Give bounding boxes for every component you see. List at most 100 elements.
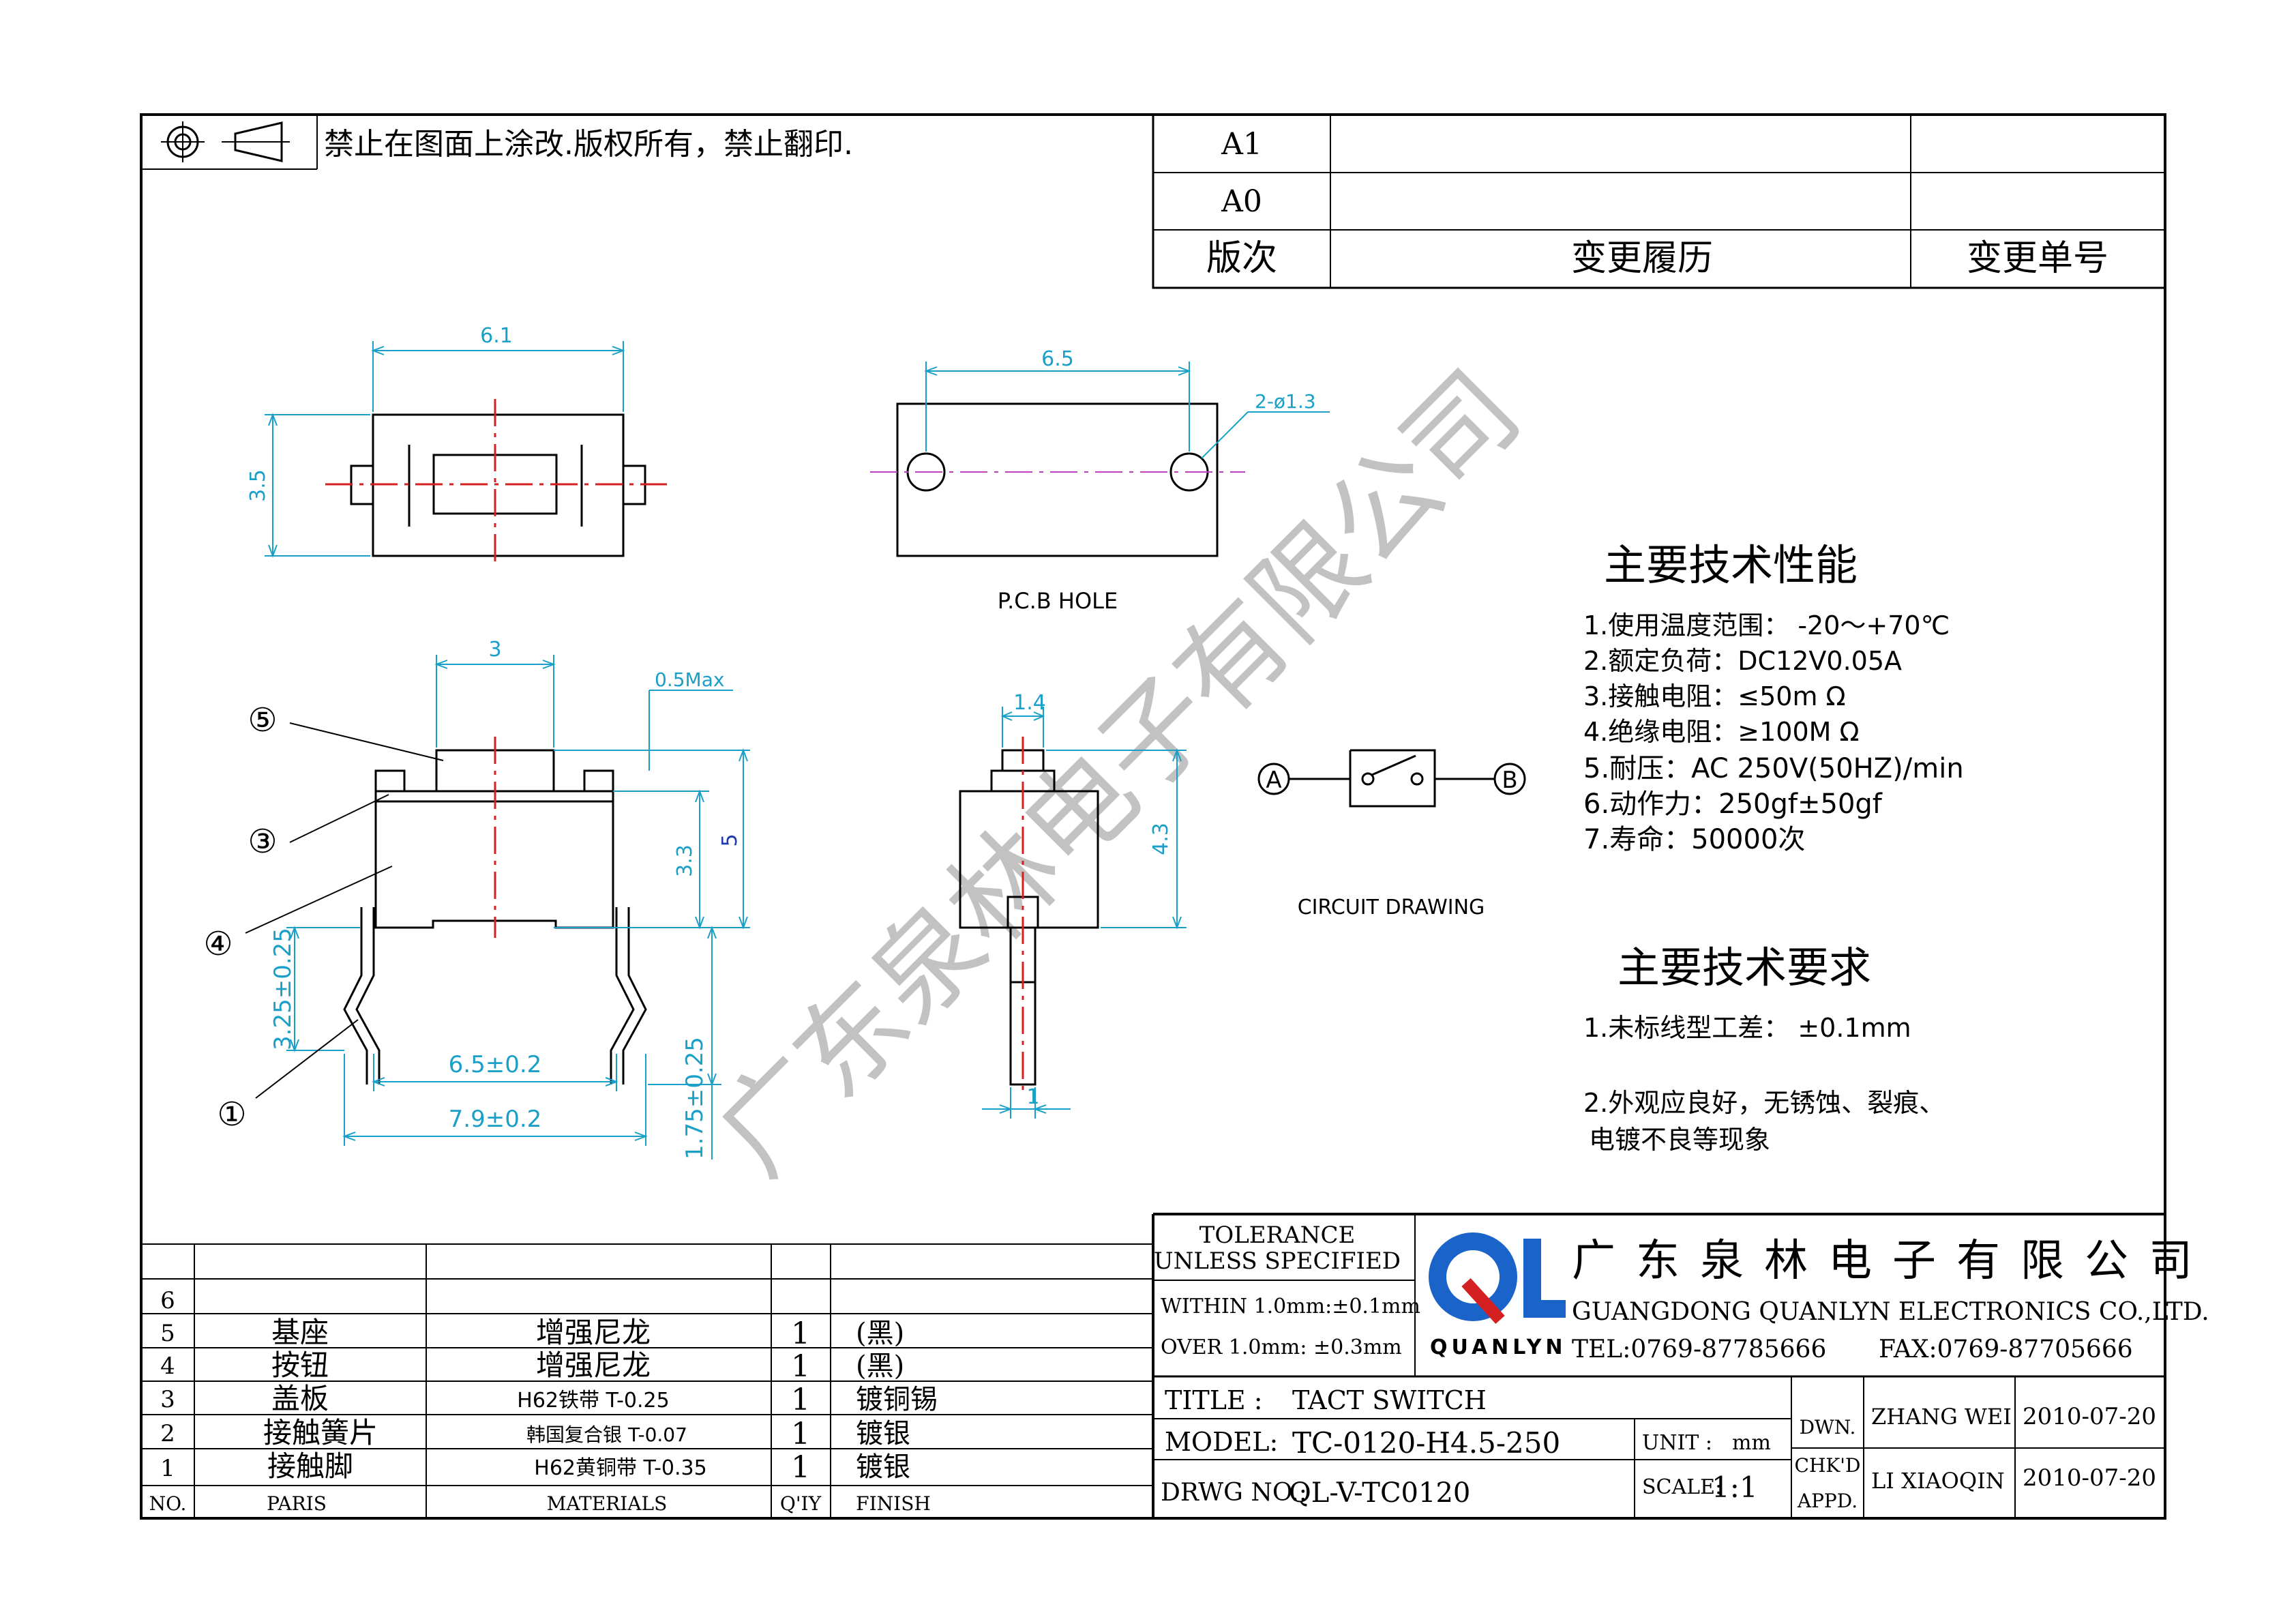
requirement-item-3: 电镀不良等现象 bbox=[1589, 1125, 1770, 1155]
callout-5: ④ bbox=[203, 925, 233, 963]
header-notice: 禁止在图面上涂改.版权所有，禁止翻印. bbox=[141, 115, 853, 170]
bom-row-1-finish: 镀银 bbox=[856, 1451, 910, 1483]
model-value: TC-0120-H4.5-250 bbox=[1292, 1426, 1560, 1460]
pcb-hole-view: 6.5 2-ø1.3 P.C.B HOLE bbox=[870, 347, 1330, 614]
dim-top-width: 6.1 bbox=[480, 324, 513, 348]
circuit-terminal-a: A bbox=[1266, 767, 1281, 794]
bom-row-4-material: 增强尼龙 bbox=[536, 1348, 651, 1382]
drwg-value: QL-V-TC0120 bbox=[1289, 1477, 1470, 1509]
dim-front-h2: 5 bbox=[718, 833, 742, 846]
dwn-date: 2010-07-20 bbox=[2023, 1403, 2156, 1430]
dim-side-h: 4.3 bbox=[1149, 823, 1173, 855]
change-history-label: 变更履历 bbox=[1571, 238, 1713, 279]
circuit-caption: CIRCUIT DRAWING bbox=[1298, 896, 1485, 919]
title-value: TACT SWITCH bbox=[1292, 1385, 1487, 1415]
dim-front-pin: 3.25±0.25 bbox=[269, 928, 297, 1050]
appd-label: APPD. bbox=[1797, 1490, 1858, 1512]
dim-front-top: 3 bbox=[488, 638, 501, 662]
projection-symbol-icon bbox=[161, 121, 290, 162]
tolerance-line-2: UNLESS SPECIFIED bbox=[1154, 1247, 1401, 1275]
rev-row-a1: A1 bbox=[1221, 127, 1262, 162]
scale-label: SCALE: bbox=[1642, 1475, 1722, 1499]
bom-row-5-no: 5 bbox=[160, 1320, 175, 1347]
bom-header-material: MATERIALS bbox=[547, 1492, 668, 1515]
side-view: 1.4 4.3 1 bbox=[959, 691, 1187, 1119]
dim-pcb-hole: 2-ø1.3 bbox=[1255, 390, 1316, 413]
logo-wordmark: QUANLYN bbox=[1430, 1335, 1567, 1359]
bom-row-2-material: 韩国复合银 T-0.07 bbox=[526, 1423, 687, 1446]
dim-pcb-spacing: 6.5 bbox=[1041, 347, 1074, 371]
bom-row-3-qty: 1 bbox=[791, 1383, 810, 1417]
bom-row-5-qty: 1 bbox=[791, 1316, 810, 1351]
change-number-label: 变更单号 bbox=[1967, 238, 2108, 279]
dim-front-w1: 6.5±0.2 bbox=[449, 1051, 542, 1078]
requirement-item-2: 2.外观应良好，无锈蚀、裂痕、 bbox=[1583, 1088, 1945, 1118]
bom-row-2-no: 2 bbox=[160, 1420, 175, 1447]
bom-row-2-part: 接触簧片 bbox=[263, 1416, 378, 1449]
tolerance-line-1: TOLERANCE bbox=[1199, 1222, 1356, 1249]
pcb-caption: P.C.B HOLE bbox=[998, 588, 1118, 614]
spec-item-2: 2.额定负荷：DC12V0.05A bbox=[1583, 646, 1902, 676]
bom-row-4-part: 按钮 bbox=[271, 1348, 329, 1382]
notice-text: 禁止在图面上涂改.版权所有，禁止翻印. bbox=[324, 127, 853, 162]
bom-table: 6 5 基座 增强尼龙 1 (黑) 4 按钮 增强尼龙 1 (黑) 3 盖板 H… bbox=[141, 1243, 1153, 1518]
requirements-title: 主要技术要求 bbox=[1617, 943, 1871, 992]
company-tel: TEL:0769-87785666 bbox=[1572, 1335, 1826, 1363]
spec-item-5: 5.耐压：AC 250V(50HZ)/min bbox=[1583, 753, 1964, 784]
callout-1: ① bbox=[217, 1095, 246, 1134]
front-view: 3 0.5Max 3.3 5 3.25±0.25 6.5±0.2 7.9±0.2… bbox=[203, 638, 750, 1160]
spec-item-6: 6.动作力：250gf±50gf bbox=[1583, 788, 1883, 820]
chk-date: 2010-07-20 bbox=[2023, 1464, 2156, 1492]
dim-top-height: 3.5 bbox=[246, 469, 270, 502]
dim-front-w2: 7.9±0.2 bbox=[449, 1106, 542, 1133]
bom-row-6-no: 6 bbox=[160, 1287, 175, 1314]
specs-section: 主要技术性能 1.使用温度范围： -20～+70℃ 2.额定负荷：DC12V0.… bbox=[1583, 540, 1964, 855]
bom-row-3-part: 盖板 bbox=[271, 1382, 329, 1415]
chkd-label: CHK'D bbox=[1795, 1454, 1861, 1477]
bom-row-1-no: 1 bbox=[160, 1455, 175, 1482]
dim-side-pin: 1 bbox=[1026, 1085, 1039, 1109]
company-name-en: GUANGDONG QUANLYN ELECTRONICS CO.,LTD. bbox=[1572, 1298, 2209, 1326]
dwn-name: ZHANG WEI bbox=[1871, 1404, 2012, 1430]
tolerance-within: WITHIN 1.0mm:±0.1mm bbox=[1161, 1295, 1420, 1318]
bom-header-qty: Q'IY bbox=[780, 1492, 822, 1515]
spec-item-1: 1.使用温度范围： -20～+70℃ bbox=[1583, 610, 1950, 640]
bom-row-1-part: 接触脚 bbox=[267, 1449, 353, 1483]
title-block: TOLERANCE UNLESS SPECIFIED WITHIN 1.0mm:… bbox=[1152, 1213, 2209, 1518]
company-fax: FAX:0769-87705666 bbox=[1879, 1335, 2133, 1363]
unit-label: UNIT : bbox=[1642, 1431, 1712, 1455]
bom-row-3-no: 3 bbox=[160, 1386, 175, 1413]
dwn-label: DWN. bbox=[1800, 1416, 1856, 1438]
dim-side-top: 1.4 bbox=[1013, 691, 1046, 715]
callout-3: ③ bbox=[248, 823, 277, 861]
scale-value: 1:1 bbox=[1712, 1471, 1758, 1504]
bom-row-5-material: 增强尼龙 bbox=[536, 1316, 651, 1349]
callout-4: ⑤ bbox=[248, 701, 277, 739]
drwg-label: DRWG NO.: bbox=[1161, 1479, 1307, 1507]
bom-row-5-finish: (黑) bbox=[856, 1318, 904, 1349]
circuit-terminal-b: B bbox=[1502, 767, 1517, 794]
bom-row-2-qty: 1 bbox=[791, 1417, 810, 1451]
dim-front-h1: 3.3 bbox=[673, 844, 697, 877]
bom-row-1-material: H62黄铜带 T-0.35 bbox=[534, 1456, 706, 1480]
quanlyn-logo-icon bbox=[1429, 1232, 1566, 1325]
bom-row-4-finish: (黑) bbox=[856, 1350, 904, 1382]
model-label: MODEL: bbox=[1165, 1427, 1278, 1457]
bom-row-4-qty: 1 bbox=[791, 1349, 810, 1384]
bom-row-5-part: 基座 bbox=[271, 1316, 329, 1349]
title-label: TITLE : bbox=[1165, 1385, 1263, 1415]
bom-row-4-no: 4 bbox=[160, 1353, 175, 1380]
bom-header-no: NO. bbox=[149, 1492, 187, 1515]
revision-table: A1 A0 版次 变更履历 变更单号 bbox=[1152, 113, 2166, 289]
spec-item-4: 4.绝缘电阻：≥100M Ω bbox=[1583, 717, 1860, 747]
requirement-item-1: 1.未标线型工差： ±0.1mm bbox=[1583, 1013, 1911, 1043]
spec-item-7: 7.寿命：50000次 bbox=[1583, 824, 1805, 855]
bom-row-1-qty: 1 bbox=[791, 1450, 810, 1485]
rev-label: 版次 bbox=[1206, 238, 1277, 279]
top-view: 6.1 3.5 bbox=[246, 324, 667, 567]
bom-row-2-finish: 镀银 bbox=[856, 1418, 910, 1449]
requirements-section: 主要技术要求 1.未标线型工差： ±0.1mm 2.外观应良好，无锈蚀、裂痕、 … bbox=[1583, 943, 1945, 1155]
specs-title: 主要技术性能 bbox=[1604, 540, 1858, 590]
bom-header-finish: FINISH bbox=[856, 1492, 931, 1515]
